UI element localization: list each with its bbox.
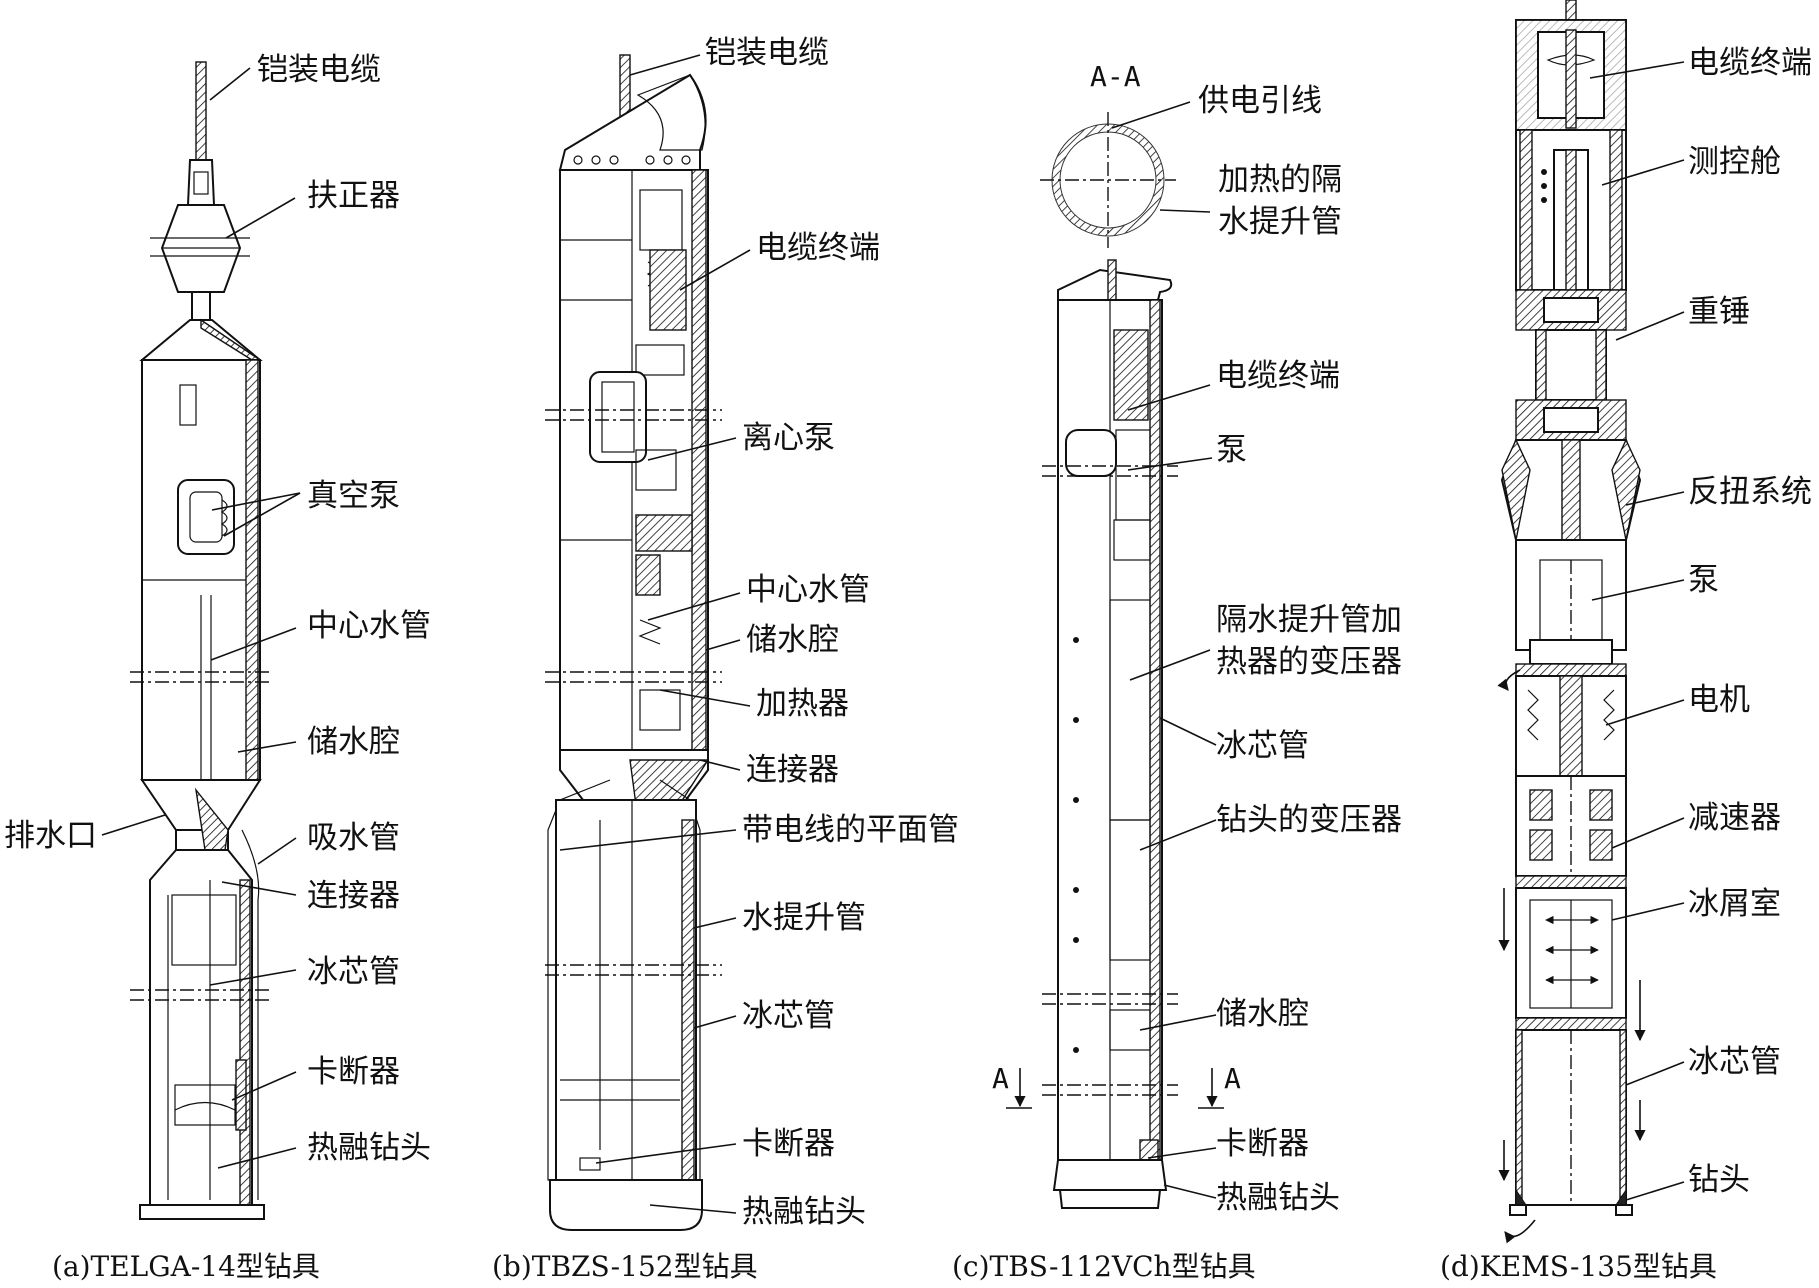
- label-b-9: 冰芯管: [742, 998, 835, 1034]
- label-d-2: 重锤: [1688, 294, 1750, 330]
- label-b-6: 连接器: [746, 752, 839, 788]
- centrifugal-pump-b: [589, 371, 647, 463]
- label-c-5: 冰芯管: [1216, 728, 1309, 764]
- label-b-2: 离心泵: [742, 420, 835, 456]
- label-c-9: 热融钻头: [1216, 1180, 1340, 1216]
- label-d-8: 冰芯管: [1688, 1044, 1781, 1080]
- pump-c: [1065, 429, 1117, 477]
- panel-a-leaders: [101, 67, 301, 1169]
- core-catcher-a: [174, 1084, 236, 1126]
- panel-d-drawing: [1497, 0, 1646, 1244]
- label-c-0: 供电引线: [1198, 83, 1322, 119]
- caption-a: (a)TELGA-14型钻具: [52, 1250, 320, 1283]
- label-d-6: 减速器: [1688, 800, 1781, 836]
- label-c-3: 泵: [1216, 432, 1247, 468]
- label-c-2: 电缆终端: [1216, 358, 1340, 394]
- label-b-8: 水提升管: [742, 900, 866, 936]
- transformer-head-c: [1109, 819, 1151, 961]
- armored-cable-a: [195, 61, 207, 163]
- caption-c: (c)TBS-112VCh型钻具: [952, 1250, 1256, 1283]
- panel-d-leaders: [1589, 61, 1685, 1201]
- label-b-0: 铠装电缆: [705, 35, 829, 71]
- label-d-7: 冰屑室: [1688, 886, 1781, 922]
- panel-b-labels: 铠装电缆 电缆终端 离心泵 中心水管 储水腔 加热器 连接器 带电线的平面管 水…: [705, 35, 959, 1230]
- label-d-4: 泵: [1688, 562, 1719, 598]
- panel-a-drawing: [130, 61, 272, 1220]
- label-d-9: 钻头: [1688, 1162, 1750, 1198]
- label-b-7: 带电线的平面管: [742, 812, 959, 848]
- label-a-5: 排水口: [4, 818, 97, 854]
- core-catcher-c: [1139, 1139, 1159, 1163]
- label-c-8: 卡断器: [1216, 1126, 1309, 1162]
- label-a-0: 铠装电缆: [257, 52, 381, 88]
- label-a-9: 卡断器: [307, 1054, 400, 1090]
- label-a-3: 中心水管: [307, 608, 431, 644]
- core-catcher-b: [579, 1157, 601, 1171]
- panel-c-leaders: [1111, 101, 1217, 1199]
- cable-termination-c: [1113, 329, 1149, 421]
- label-a-1: 扶正器: [307, 178, 400, 214]
- section-title-c: A-A: [1090, 60, 1141, 93]
- label-b-1: 电缆终端: [756, 230, 880, 266]
- caption-d: (d)KEMS-135型钻具: [1440, 1250, 1717, 1283]
- panel-c-labels: 供电引线 加热的隔 水提升管 电缆终端 泵 隔水提升管加 热器的变压器 冰芯管 …: [1198, 83, 1412, 1216]
- panel-b-drawing: [545, 54, 722, 1231]
- thermal-head-b: [549, 1179, 703, 1231]
- label-b-3: 中心水管: [746, 572, 870, 608]
- label-a-7: 连接器: [307, 878, 400, 914]
- label-c-6: 钻头的变压器: [1216, 802, 1402, 838]
- label-c-4-line2: 热器的变压器: [1216, 644, 1402, 680]
- label-c-1: 加热的隔 水提升管: [1218, 162, 1352, 240]
- label-d-5: 电机: [1688, 682, 1750, 718]
- label-a-10: 热融钻头: [307, 1130, 431, 1166]
- label-d-1: 测控舱: [1688, 144, 1781, 180]
- label-d-0: 电缆终端: [1688, 45, 1812, 81]
- vacuum-pump-a: [177, 479, 235, 555]
- panel-a-labels: 铠装电缆 扶正器 真空泵 中心水管 储水腔 排水口 吸水管 连接器 冰芯管 卡断…: [4, 52, 431, 1166]
- caption-b: (b)TBZS-152型钻具: [492, 1250, 758, 1283]
- panel-c-drawing: A-A A A: [992, 60, 1241, 1209]
- storage-chamber-c: [1109, 1009, 1151, 1051]
- label-c-4-line1: 隔水提升管加: [1216, 602, 1402, 638]
- thermal-head-c: [1052, 1159, 1168, 1191]
- label-c-1-line2: 水提升管: [1218, 204, 1342, 240]
- label-c-7: 储水腔: [1216, 996, 1309, 1032]
- panel-b-leaders: [559, 54, 751, 1214]
- panel-d-labels: 电缆终端 测控舱 重锤 反扭系统 泵 电机 减速器 冰屑室 冰芯管 钻头: [1688, 45, 1812, 1198]
- label-b-4: 储水腔: [746, 622, 839, 658]
- hammer-d: [1543, 297, 1599, 323]
- water-lift-pipe-b: [681, 819, 695, 1181]
- label-b-10: 卡断器: [742, 1126, 835, 1162]
- section-mark-right: A: [1224, 1062, 1241, 1095]
- label-a-2: 真空泵: [307, 478, 400, 514]
- label-c-4: 隔水提升管加 热器的变压器: [1216, 602, 1412, 680]
- label-d-3: 反扭系统: [1688, 474, 1812, 510]
- label-c-1-line1: 加热的隔: [1218, 162, 1342, 198]
- label-b-11: 热融钻头: [742, 1194, 866, 1230]
- label-a-6: 吸水管: [307, 820, 400, 856]
- thermal-head-a: [139, 1204, 265, 1220]
- label-a-4: 储水腔: [307, 724, 400, 760]
- label-a-8: 冰芯管: [307, 954, 400, 990]
- section-mark-left: A: [992, 1062, 1009, 1095]
- core-barrel-a: [149, 849, 253, 1211]
- label-b-5: 加热器: [756, 686, 849, 722]
- core-barrel-b: [555, 799, 697, 1181]
